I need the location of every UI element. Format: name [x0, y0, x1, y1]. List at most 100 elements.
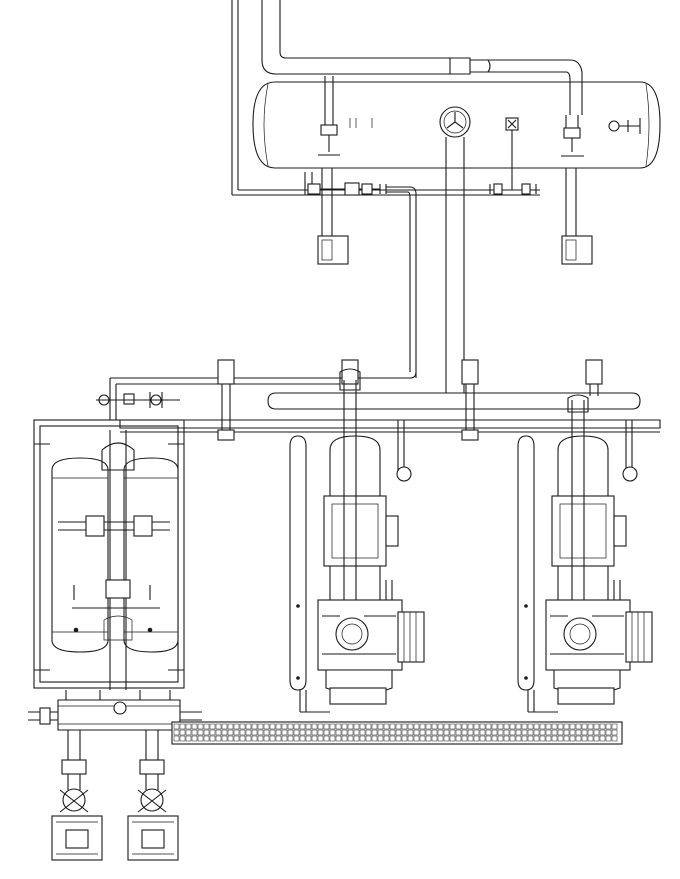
grating-cell: [539, 723, 546, 730]
grating-cell: [569, 735, 576, 742]
grating-cell: [365, 729, 372, 736]
mid-header-pipes: [96, 359, 661, 441]
grating-cell: [413, 723, 420, 730]
grating-cell: [197, 735, 204, 742]
grating-cell: [395, 723, 402, 730]
grating-cell: [233, 735, 240, 742]
booster-pumps: [51, 730, 179, 861]
grating-cell: [377, 723, 384, 730]
grating-cell: [329, 729, 336, 736]
grating-cell: [479, 723, 486, 730]
grating-cell: [581, 723, 588, 730]
grating-cell: [305, 723, 312, 730]
grating-cell: [311, 735, 318, 742]
grating-cell: [311, 729, 318, 736]
grating-cell: [599, 735, 606, 742]
grating-cell: [305, 729, 312, 736]
grating-cell: [569, 729, 576, 736]
grating-cell: [317, 729, 324, 736]
grating-cell: [431, 735, 438, 742]
grating-cell: [347, 723, 354, 730]
grating-cell: [257, 723, 264, 730]
grating-cell: [395, 735, 402, 742]
grating-cell: [497, 729, 504, 736]
grating-cell: [581, 735, 588, 742]
grating-cell: [179, 735, 186, 742]
grating-cell: [341, 723, 348, 730]
grating-cell: [347, 729, 354, 736]
grating-cell: [527, 723, 534, 730]
grating-cell: [431, 723, 438, 730]
grating-cell: [341, 729, 348, 736]
grating-cell: [599, 723, 606, 730]
grating-cell: [413, 729, 420, 736]
grating-cell: [215, 735, 222, 742]
grating-cell: [281, 729, 288, 736]
grating-cell: [365, 735, 372, 742]
grating-cell: [437, 735, 444, 742]
grating-cell: [395, 729, 402, 736]
grating-cell: [521, 729, 528, 736]
grating-cell: [221, 735, 228, 742]
grating-cell: [197, 729, 204, 736]
grating-cell: [173, 729, 180, 736]
grating-cell: [593, 735, 600, 742]
grating-cell: [173, 723, 180, 730]
grating-cell: [275, 729, 282, 736]
grating-cell: [551, 723, 558, 730]
grating-cell: [293, 735, 300, 742]
grating-cell: [227, 735, 234, 742]
grating-cell: [509, 735, 516, 742]
grating-cell: [587, 735, 594, 742]
grating-cell: [545, 735, 552, 742]
grating-cell: [419, 723, 426, 730]
grating-cell: [455, 723, 462, 730]
grating-cell: [323, 729, 330, 736]
grating-cell: [497, 735, 504, 742]
grating-cell: [281, 735, 288, 742]
grating-cell: [605, 723, 612, 730]
grating-cell: [287, 723, 294, 730]
grating-cell: [527, 735, 534, 742]
grating-cell: [605, 729, 612, 736]
grating-cell: [491, 723, 498, 730]
grating-cell: [557, 729, 564, 736]
grating-cell: [557, 735, 564, 742]
grating-cell: [209, 735, 216, 742]
grating-cell: [365, 723, 372, 730]
grating-cell: [293, 723, 300, 730]
grating-cell: [485, 729, 492, 736]
grating-cell: [401, 735, 408, 742]
grating-cell: [269, 723, 276, 730]
grating-cell: [407, 729, 414, 736]
grating-cell: [329, 735, 336, 742]
grating-cell: [191, 729, 198, 736]
grating-cell: [281, 723, 288, 730]
grating-cell: [263, 735, 270, 742]
grating-cell: [371, 735, 378, 742]
grating-cell: [419, 729, 426, 736]
grating-cell: [563, 735, 570, 742]
grating-cell: [599, 729, 606, 736]
grating-cell: [545, 729, 552, 736]
grating-cell: [515, 735, 522, 742]
grating-cell: [203, 735, 210, 742]
grating-cell: [245, 723, 252, 730]
grating-cell: [299, 735, 306, 742]
grating-cell: [191, 735, 198, 742]
grating-cell: [443, 729, 450, 736]
grating-cell: [191, 723, 198, 730]
grating-cell: [449, 729, 456, 736]
grating-cell: [575, 735, 582, 742]
grating-cell: [203, 723, 210, 730]
grating-cell: [179, 729, 186, 736]
pump-manifold: [28, 690, 202, 731]
grating-cell: [209, 729, 216, 736]
grating-cell: [491, 735, 498, 742]
grating-cell: [485, 723, 492, 730]
grating-cell: [413, 735, 420, 742]
grating-cell: [221, 729, 228, 736]
grating-cell: [347, 735, 354, 742]
grating-cell: [473, 723, 480, 730]
